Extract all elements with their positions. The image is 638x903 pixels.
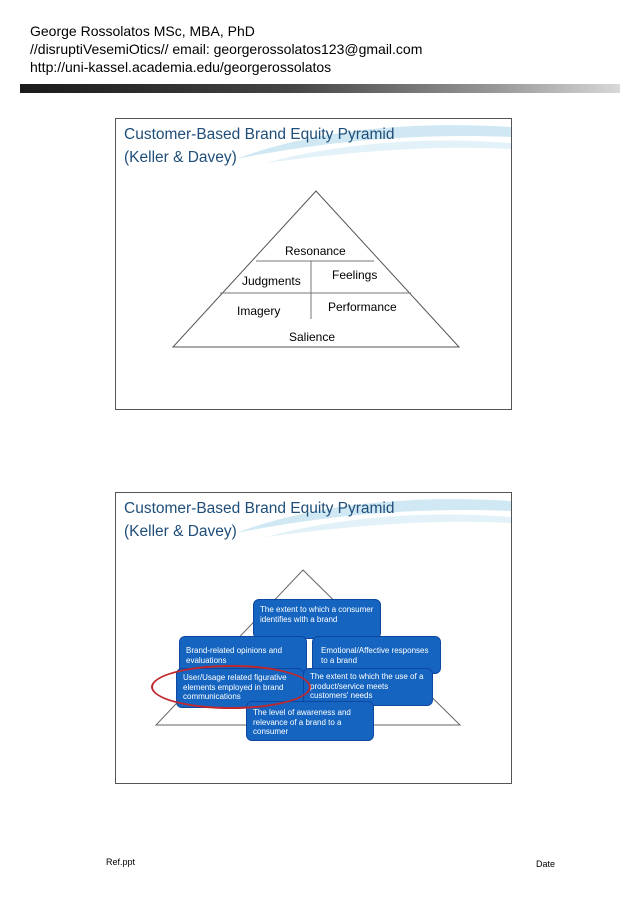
label-performance: Performance [328,300,397,314]
document-header: George Rossolatos MSc, MBA, PhD //disrup… [30,22,422,76]
label-imagery: Imagery [237,304,281,318]
box-performance: The extent to which the use of a product… [303,668,433,706]
author-line: George Rossolatos MSc, MBA, PhD [30,23,255,39]
url-line: http://uni-kassel.academia.edu/georgeros… [30,59,332,75]
box-feelings: Emotional/Affective responses to a brand [312,636,441,674]
slide-1: Customer-Based Brand Equity Pyramid (Kel… [115,118,512,410]
label-resonance: Resonance [285,244,346,258]
label-feelings: Feelings [332,268,378,282]
slide-2-title: Customer-Based Brand Equity Pyramid (Kel… [124,500,395,540]
label-judgments: Judgments [242,274,301,288]
slide-1-title: Customer-Based Brand Equity Pyramid (Kel… [124,126,395,166]
label-salience: Salience [289,330,336,344]
box-salience: The level of awareness and relevance of … [246,701,374,741]
header-divider [20,84,620,93]
footer-reference: Ref.ppt [106,857,136,867]
brand-equity-pyramid [171,190,461,348]
box-resonance: The extent to which a consumer identifie… [253,599,381,639]
email-line: //disruptiVesemiOtics// email: georgeros… [30,41,423,57]
title-swoosh-decoration [236,125,511,163]
highlight-ellipse [151,665,311,709]
footer-date: Date [536,859,556,869]
title-swoosh-decoration [236,499,511,537]
slide-2: Customer-Based Brand Equity Pyramid (Kel… [115,492,512,784]
